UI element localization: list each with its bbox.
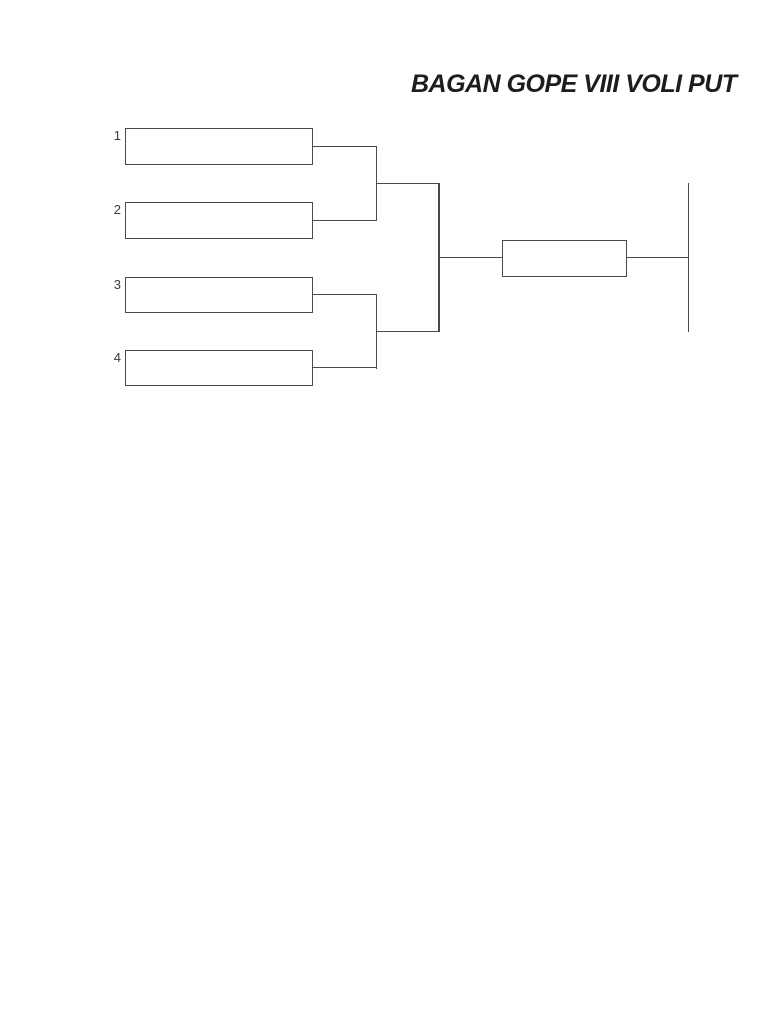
connector-final-feed-right	[627, 257, 689, 259]
seed-number-1: 1	[113, 128, 121, 143]
final-slot	[502, 240, 627, 277]
connector-final-feed-left	[438, 257, 503, 259]
connector-slot4-out	[313, 367, 377, 369]
team-slot-4	[125, 350, 313, 386]
champion-line	[688, 183, 690, 332]
connector-pair1-feed	[376, 182, 440, 184]
connector-pair2-feed	[376, 330, 440, 332]
seed-number-3: 3	[113, 277, 121, 292]
page-title: BAGAN GOPE VIII VOLI PUT	[411, 70, 737, 98]
seed-number-2: 2	[113, 202, 121, 217]
seed-number-4: 4	[113, 350, 121, 365]
connector-slot2-out	[313, 219, 377, 221]
connector-slot3-out	[313, 294, 377, 296]
connector-slot1-out	[313, 145, 377, 147]
team-slot-1	[125, 128, 313, 165]
team-slot-3	[125, 277, 313, 313]
team-slot-2	[125, 202, 313, 239]
